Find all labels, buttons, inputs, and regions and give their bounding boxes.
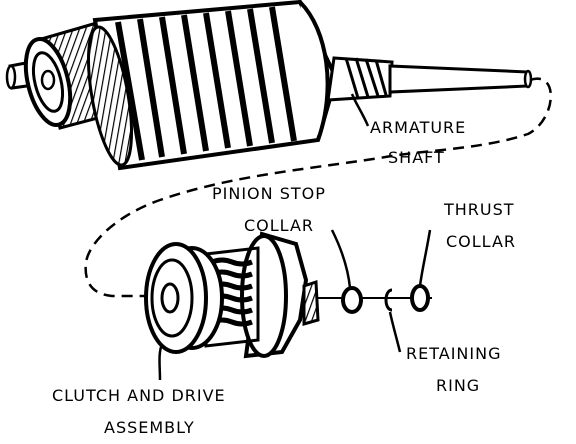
- label-thrust-collar: COLLAR: [446, 232, 517, 251]
- label-assembly: ASSEMBLY: [104, 418, 195, 437]
- assembly-dashed-path: [84, 77, 553, 298]
- armature-core: [87, 0, 339, 171]
- thrust-collar-part: [410, 284, 430, 312]
- label-clutch-drive: CLUTCH AND DRIVE: [52, 386, 226, 405]
- label-pinion-collar: COLLAR: [244, 216, 315, 235]
- armature-leader: [350, 93, 370, 127]
- label-ring: RING: [436, 376, 481, 395]
- label-armature: ARMATURE: [370, 118, 467, 137]
- splined-shaft: [326, 56, 533, 102]
- label-pinion-stop: PINION STOP: [212, 184, 326, 203]
- thrust-collar-leader: [418, 229, 432, 287]
- label-shaft: SHAFT: [388, 148, 445, 167]
- retaining-ring-part: [384, 288, 393, 312]
- clutch-drive-assembly: [144, 231, 320, 359]
- retaining-ring-leader: [388, 311, 402, 353]
- pinion-stop-collar-part: [341, 286, 363, 314]
- pinion-collar-leader: [330, 229, 352, 289]
- label-thrust: THRUST: [444, 200, 515, 219]
- clutch-leader: [158, 343, 164, 381]
- label-retaining: RETAINING: [406, 344, 502, 363]
